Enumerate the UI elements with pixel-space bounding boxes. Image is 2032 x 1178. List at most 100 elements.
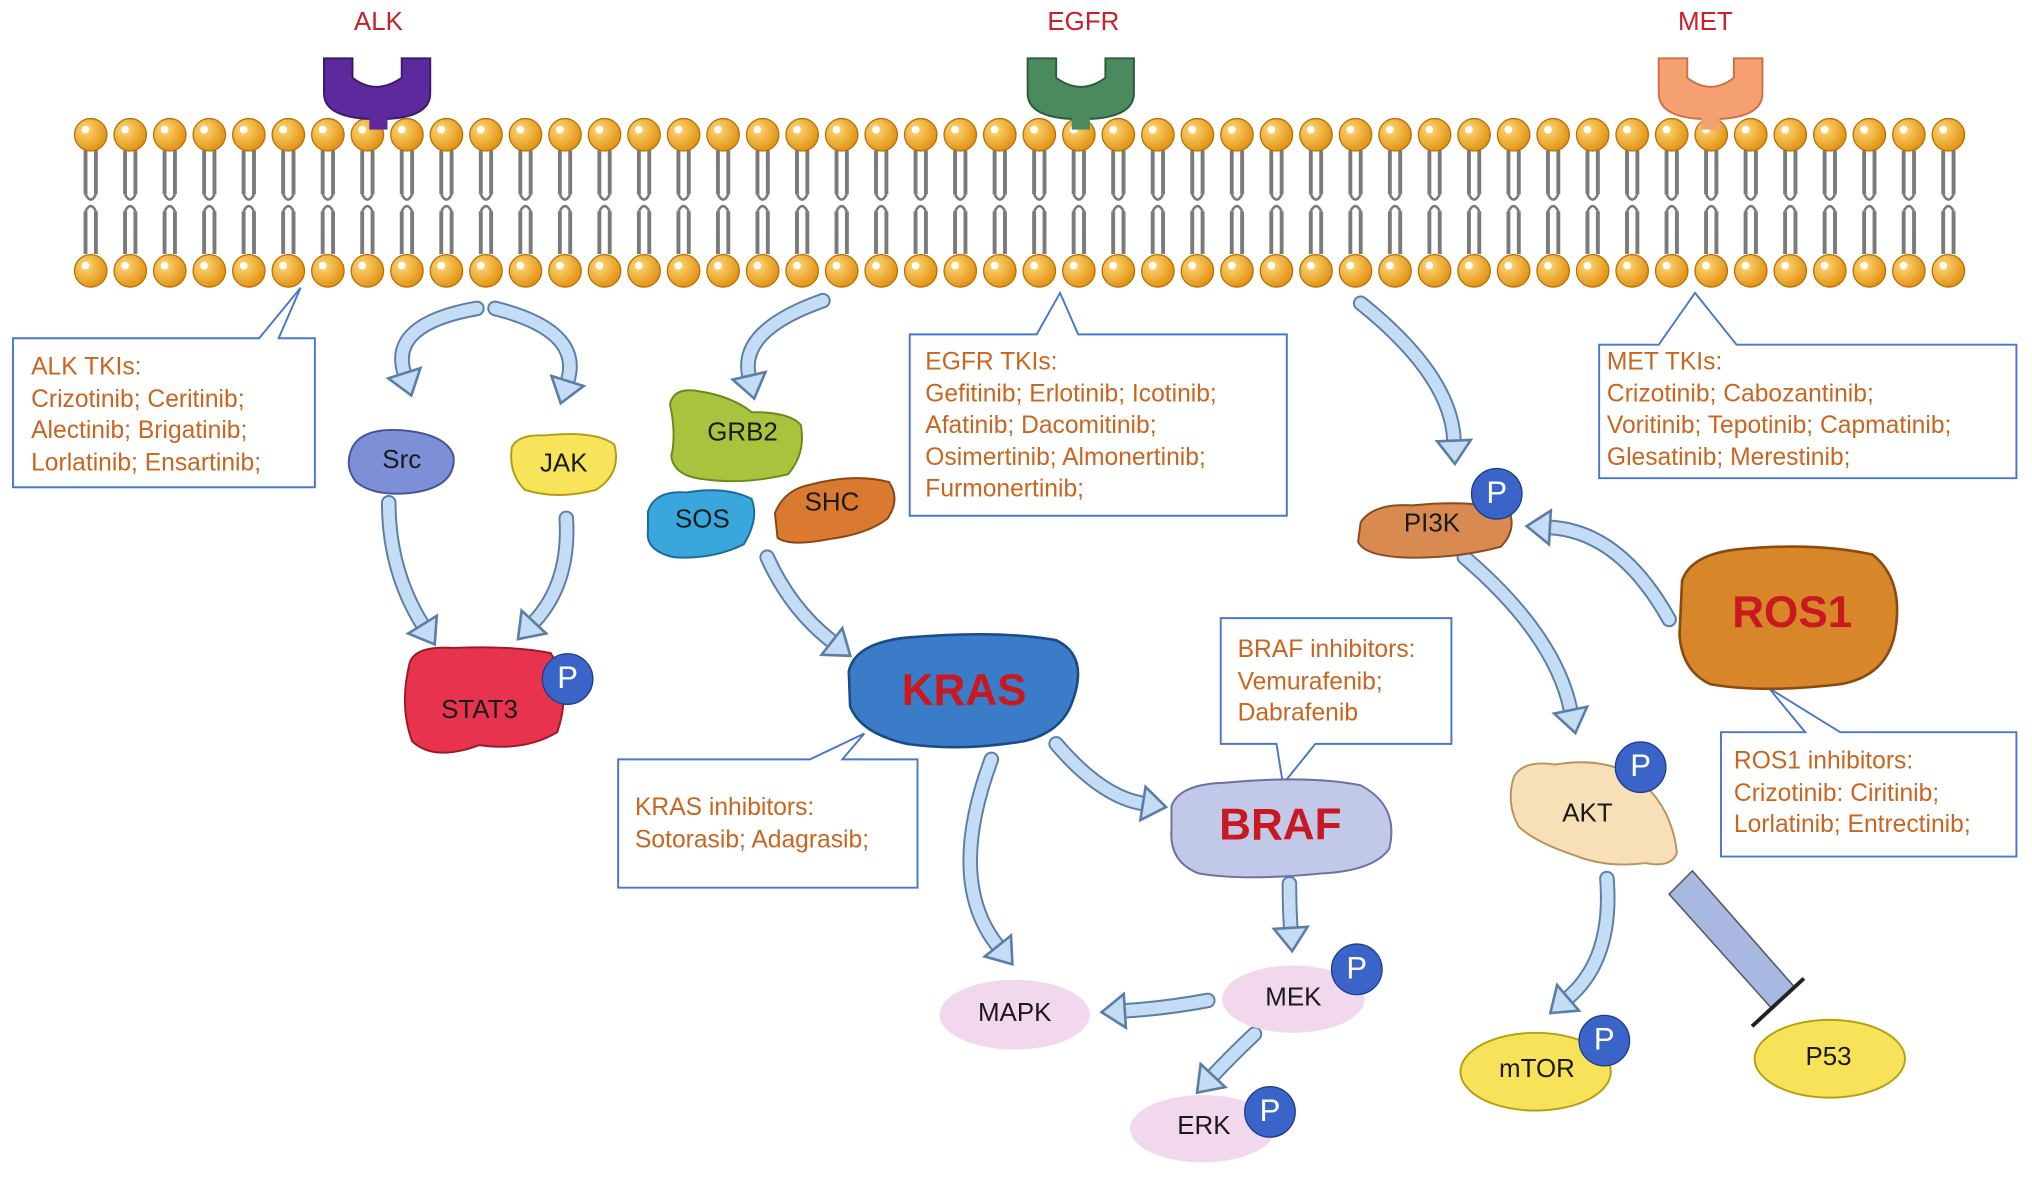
grb2-shape [668, 389, 803, 483]
lipid-head-icon [390, 253, 424, 288]
egfr-receptor-icon [1026, 57, 1135, 130]
lipid-head-icon [1141, 253, 1175, 288]
lipid-head-icon [1141, 117, 1175, 152]
egfr-tki-box [908, 290, 1288, 517]
egfr-tki-title: EGFR TKIs: [925, 348, 1058, 376]
lipid-head-icon [152, 253, 187, 288]
lipid-head-icon [508, 253, 543, 288]
sos-shape [646, 489, 756, 559]
pathway-arrow [1048, 736, 1169, 823]
mtor-shape [1459, 1031, 1612, 1112]
braf-inhibitor-line: Dabrafenib [1237, 699, 1359, 727]
egfr-tki-line: Furmonertinib; [925, 475, 1085, 503]
phospho-erk-icon: P [1244, 1085, 1296, 1138]
phospho-mek-icon: P [1330, 943, 1383, 996]
braf-inhibitor-box [1219, 617, 1453, 787]
lipid-head-icon [73, 117, 108, 152]
pathway-arrow [1352, 295, 1474, 467]
lipid-head-icon [1457, 117, 1491, 152]
alk-tki-line: Alectinib; Brigatinib; [31, 417, 248, 445]
lipid-head-icon [1259, 253, 1294, 288]
lipid-head-icon [1694, 253, 1729, 288]
lipid-head-icon [1338, 253, 1373, 288]
lipid-head-icon [1180, 253, 1215, 288]
lipid-head-icon [706, 117, 740, 152]
lipid-head-icon [469, 117, 503, 152]
braf-shape [1170, 778, 1393, 879]
pathway-arrow [1099, 991, 1216, 1031]
lipid-head-icon [1773, 117, 1808, 152]
lipid-head-icon [1654, 253, 1689, 288]
alk-receptor-icon [323, 57, 432, 130]
lipid-head-icon [1852, 117, 1887, 152]
pathway-arrow [380, 495, 439, 647]
lipid-head-icon [824, 253, 859, 288]
mek-shape [1222, 965, 1365, 1033]
lipid-head-icon [469, 253, 503, 288]
lipid-head-icon [1022, 117, 1057, 152]
shc-label: SHC [804, 488, 860, 518]
met-tki-text: MET TKIs: Crizotinib; Cabozantinib; Vori… [1607, 347, 1951, 474]
alk-tki-line: Crizotinib; Ceritinib; [31, 385, 245, 413]
p53-label: P53 [1805, 1043, 1852, 1072]
ros1-inhibitor-line: Lorlatinib; Entrectinib; [1733, 811, 1971, 839]
kras-inhibitor-line: Sotorasib; Adagrasib; [634, 826, 870, 854]
lipid-head-icon [1457, 253, 1491, 288]
lipid-head-icon [1931, 117, 1966, 152]
braf-inhibitor-line: Vemurafenib; [1237, 668, 1383, 696]
lipid-head-icon [666, 253, 701, 288]
lipid-head-icon [745, 117, 780, 152]
lipid-head-icon [1496, 117, 1531, 152]
src-shape [347, 428, 455, 495]
lipid-head-icon [785, 253, 820, 288]
lipid-head-icon [1101, 117, 1136, 152]
lipid-head-icon [666, 117, 701, 152]
sos-label: SOS [675, 505, 730, 534]
lipid-head-icon [1180, 117, 1215, 152]
lipid-head-icon [311, 117, 345, 152]
pathway-arrow [1195, 1026, 1263, 1095]
lipid-head-icon [1852, 253, 1887, 288]
braf-inhibitor-title: BRAF inhibitors: [1237, 636, 1416, 664]
ros1-shape [1678, 545, 1899, 691]
alk-tki-text: ALK TKIs: Crizotinib; Ceritinib; Alectin… [31, 352, 261, 479]
lipid-head-icon [706, 253, 740, 288]
egfr-tki-line: Osimertinib; Almonertinib; [925, 443, 1206, 472]
pathway-arrow [385, 300, 485, 398]
jak-shape [510, 433, 618, 496]
lipid-head-icon [1220, 117, 1254, 152]
jak-label: JAK [539, 449, 588, 479]
lipid-head-icon [548, 253, 582, 288]
lipid-head-icon [982, 253, 1017, 288]
lipid-head-icon [1220, 253, 1254, 288]
ros1-label: ROS1 [1732, 588, 1853, 638]
met-label: MET [1678, 7, 1733, 37]
ros1-inhibitor-text: ROS1 inhibitors: Crizotinib: Ciritinib; … [1734, 746, 1971, 841]
akt-label: AKT [1562, 799, 1613, 829]
lipid-head-icon [943, 253, 978, 288]
egfr-tki-line: Afatinib; Dacomitinib; [925, 412, 1157, 440]
lipid-head-icon [903, 117, 938, 152]
braf-label: BRAF [1219, 800, 1342, 851]
lipid-head-icon [548, 117, 582, 152]
met-tki-title: MET TKIs: [1606, 348, 1723, 376]
inhibition-bar [1668, 869, 1806, 1028]
lipid-head-icon [1536, 253, 1570, 288]
lipid-head-icon [1496, 253, 1531, 288]
kras-inhibitor-title: KRAS inhibitors: [634, 794, 815, 822]
met-tki-line: Crizotinib; Cabozantinib; [1606, 380, 1874, 408]
kras-label: KRAS [901, 666, 1027, 716]
src-label: Src [382, 445, 422, 475]
stat3-shape [403, 646, 565, 754]
lipid-head-icon [1575, 117, 1610, 152]
shc-shape [773, 477, 896, 544]
met-receptor-icon [1657, 57, 1764, 130]
egfr-label: EGFR [1047, 7, 1120, 37]
pathway-arrow [1524, 508, 1677, 628]
alk-tki-line: Lorlatinib; Ensartinib; [31, 449, 262, 477]
egfr-tki-line: Gefitinib; Erlotinib; Icotinib; [925, 380, 1217, 408]
lipid-head-icon [1575, 253, 1610, 288]
lipid-head-icon [587, 117, 622, 152]
lipid-head-icon [1615, 253, 1650, 288]
